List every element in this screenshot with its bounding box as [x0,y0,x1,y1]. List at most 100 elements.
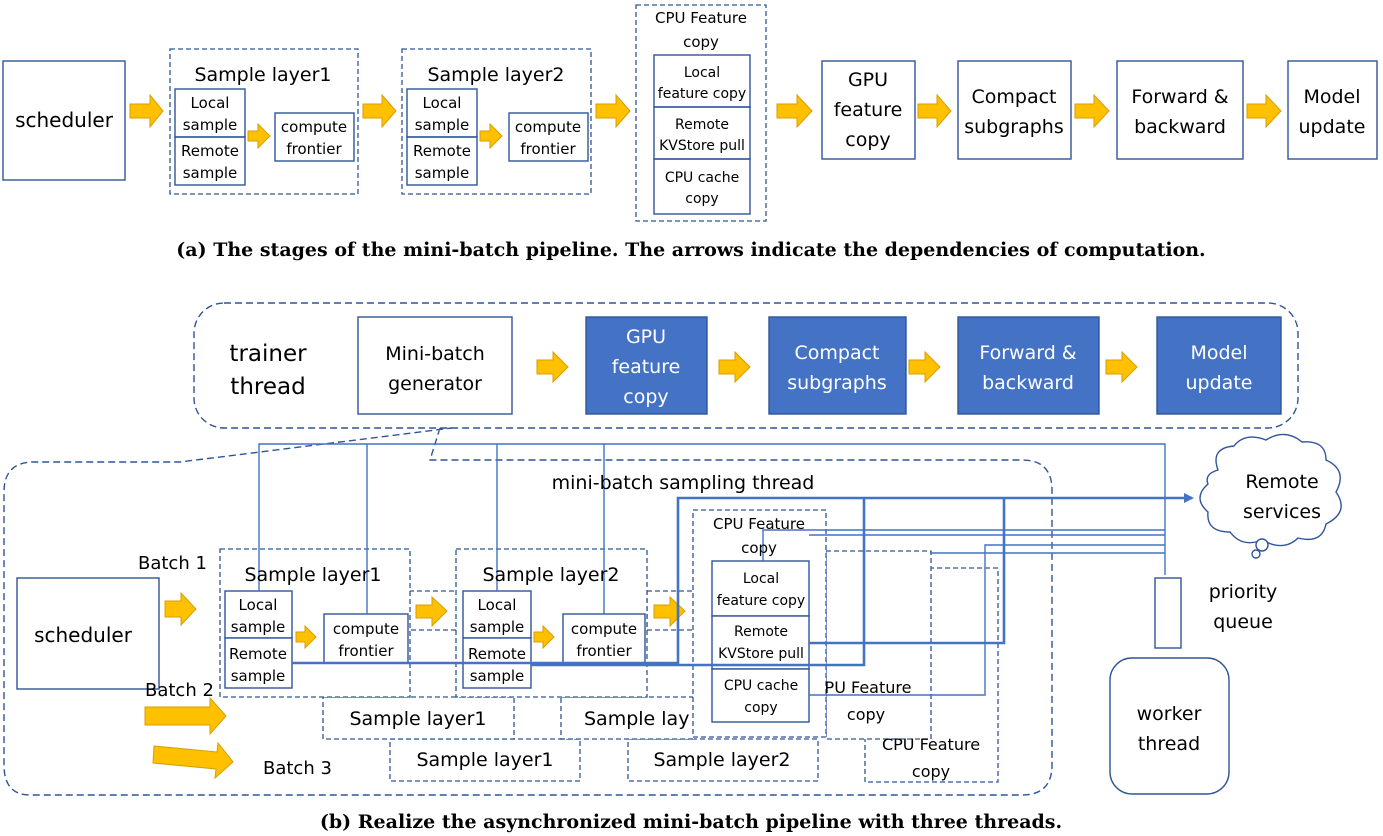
remote-services-cloud [1199,433,1342,559]
flow-arrow [295,624,317,650]
batch3-arrow [152,741,234,780]
connector-line [258,443,1166,591]
sample-layer1-group [169,48,359,195]
remote-sample-box [174,136,246,186]
minibatch-generator-box [357,316,513,415]
batch3-sample-layer2-box [627,738,819,782]
flow-arrow [129,93,164,129]
batch2-sample-layer2-box [560,696,695,740]
flow-arrow [247,122,271,150]
forward-backward-box [1116,60,1244,160]
flow-arrow [776,93,813,129]
flow-arrow [718,350,751,384]
scheduler-label: scheduler [34,623,133,647]
forward-backward-label: Forward &backward [1131,86,1228,138]
connector-line [809,568,986,696]
remote-sample-box [406,136,478,186]
part-a-arrows [129,93,1282,150]
sample-layer2-title: Sample layer2 [482,564,619,586]
batch2-cpu-feature-box [825,550,932,740]
cpu-cache-copy-box [653,158,751,215]
sample-layer1-title: Sample layer1 [194,64,331,86]
flow-arrow [1105,350,1138,384]
remote-request-line [292,493,1194,665]
flow-arrow [595,93,631,129]
compute-frontier-box [323,613,409,664]
batch1-arrow [164,591,197,627]
flow-arrow [415,595,448,628]
batch2-sample-layer1-label: Sample layer1 [349,708,486,730]
compute-frontier-box [274,112,355,162]
scheduler-label: scheduler [15,108,114,132]
flow-arrow [479,122,503,150]
batch3-sample-layer1-box [389,738,581,782]
model-update-box [1287,60,1378,160]
forward-backward-box-filled [957,316,1100,415]
flow-arrow [533,624,555,650]
part-a [2,4,1378,222]
cpu-cache-copy-box [711,668,810,723]
local-sample-box [462,590,532,639]
remote-kvstore-box [711,615,810,670]
connector-line [984,544,1165,568]
cpu-feature-group [635,4,767,222]
scheduler-box [16,577,160,690]
caption-a: (a) The stages of the mini-batch pipelin… [176,239,1205,261]
compute-frontier-box [562,613,646,664]
sample-layer2-title: Sample layer2 [427,64,564,86]
local-sample-box [224,590,293,639]
priority-queue-box [1154,577,1182,649]
trainer-thread-container [193,302,1299,429]
batch3-sample-layer2-label: Sample layer2 [653,749,790,771]
flow-arrow [917,93,952,129]
local-feature-copy-box [711,560,810,617]
batch2-label: Batch 2 [145,680,214,701]
batch3-sample-layer1-label: Sample layer1 [416,749,553,771]
model-update-box-filled [1156,316,1282,415]
remote-request-line [531,498,866,667]
forward-backward-label: Forward &backward [979,342,1076,394]
sampling-thread-label: mini-batch sampling thread [552,472,815,494]
flow-arrow [1074,93,1110,129]
flow-arrow [362,93,397,129]
compact-subgraphs-box-filled [768,316,907,415]
flow-arrow [536,350,569,384]
gpu-feature-box-filled [585,316,708,415]
batch2-sample-layer2-label: Sample lay [584,708,689,730]
worker-thread-box [1109,657,1230,795]
compute-frontier-box [508,112,589,162]
sampling-thread-container [3,427,1053,796]
flow-arrow [1246,93,1282,129]
connector-line [762,529,1165,561]
